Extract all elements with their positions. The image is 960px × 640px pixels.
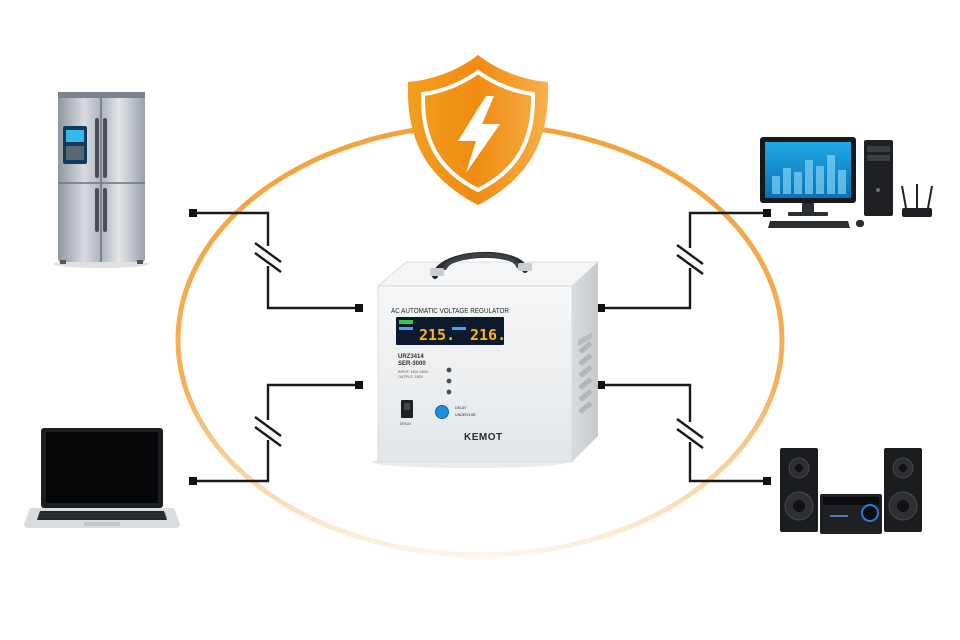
terminal-dot (355, 304, 363, 312)
wire-terminals (189, 209, 771, 485)
model-name: SER-3000 (398, 361, 426, 367)
terminal-dot (763, 209, 771, 217)
terminal-dot (355, 381, 363, 389)
spec-line-2: OUTPUT: 230V (398, 375, 423, 379)
wire-audio (600, 383, 767, 483)
wiring (193, 211, 767, 483)
switch-label: BREAK (400, 422, 412, 426)
terminal-dot (189, 209, 197, 217)
model-code: URZ3414 (398, 354, 424, 360)
output-voltage-reading: 216. (470, 326, 506, 344)
spec-line-1: INPUT: 140V-260V (398, 370, 429, 374)
wifi-router-icon (901, 184, 933, 217)
status-led (446, 389, 452, 395)
stereo-system-icon (780, 448, 922, 534)
terminal-dot (763, 477, 771, 485)
refrigerator-icon (53, 92, 149, 268)
power-button[interactable] (435, 405, 449, 419)
brand-logo: KEMOT (464, 432, 503, 443)
delay-label: DELAY (455, 406, 467, 410)
wire-computer (600, 211, 767, 310)
under-label: UNDER/LSB (455, 413, 476, 417)
status-led (446, 378, 452, 384)
wire-laptop (193, 383, 358, 483)
terminal-dot (597, 304, 605, 312)
status-led (446, 367, 452, 373)
regulator-display (396, 317, 504, 345)
input-voltage-reading: 215. (419, 326, 455, 344)
laptop-icon (24, 428, 180, 528)
desktop-computer-icon (760, 137, 893, 228)
terminal-dot (189, 477, 197, 485)
terminal-dot (597, 381, 605, 389)
lightning-bolt-shield-icon (407, 55, 549, 205)
wire-fridge (193, 211, 358, 310)
regulator-title: AC AUTOMATIC VOLTAGE REGULATOR (391, 306, 509, 315)
voltage-regulator: AC AUTOMATIC VOLTAGE REGULATOR 215. 216.… (372, 252, 600, 468)
